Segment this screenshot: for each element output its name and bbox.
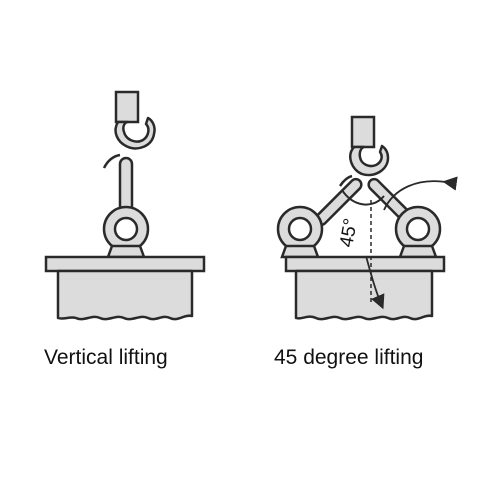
load-block [56, 269, 194, 321]
hoist-shaft [114, 90, 140, 124]
hook-tip-right [338, 174, 353, 187]
angled-lifting-illustration: 45° [276, 115, 458, 321]
caption-vertical-lifting: Vertical lifting [44, 346, 168, 369]
magnet-top-plate-right [284, 255, 446, 273]
angle-arc-outer [383, 176, 458, 211]
hoist-shaft-right [350, 115, 376, 149]
hook-tip [102, 153, 121, 169]
eye-bolt-hole [113, 216, 139, 242]
eye-bolt-hole-right [405, 216, 431, 242]
vertical-lifting-illustration [44, 90, 206, 321]
eye-bolt-base-left [280, 244, 320, 259]
hook [114, 116, 156, 150]
chain-link [118, 156, 134, 214]
angle-label: 45° [336, 217, 362, 249]
eye-bolt-base-right [398, 244, 438, 259]
caption-45-degree-lifting: 45 degree lifting [274, 346, 424, 369]
magnet-top-plate [44, 255, 206, 273]
hook-right [349, 144, 390, 177]
load-block-right [294, 269, 434, 321]
eye-bolt-hole-left [287, 216, 313, 242]
angle-arc-lower [365, 255, 385, 310]
angle-arc-inner [341, 189, 385, 206]
eye-bolt-base [106, 244, 146, 259]
